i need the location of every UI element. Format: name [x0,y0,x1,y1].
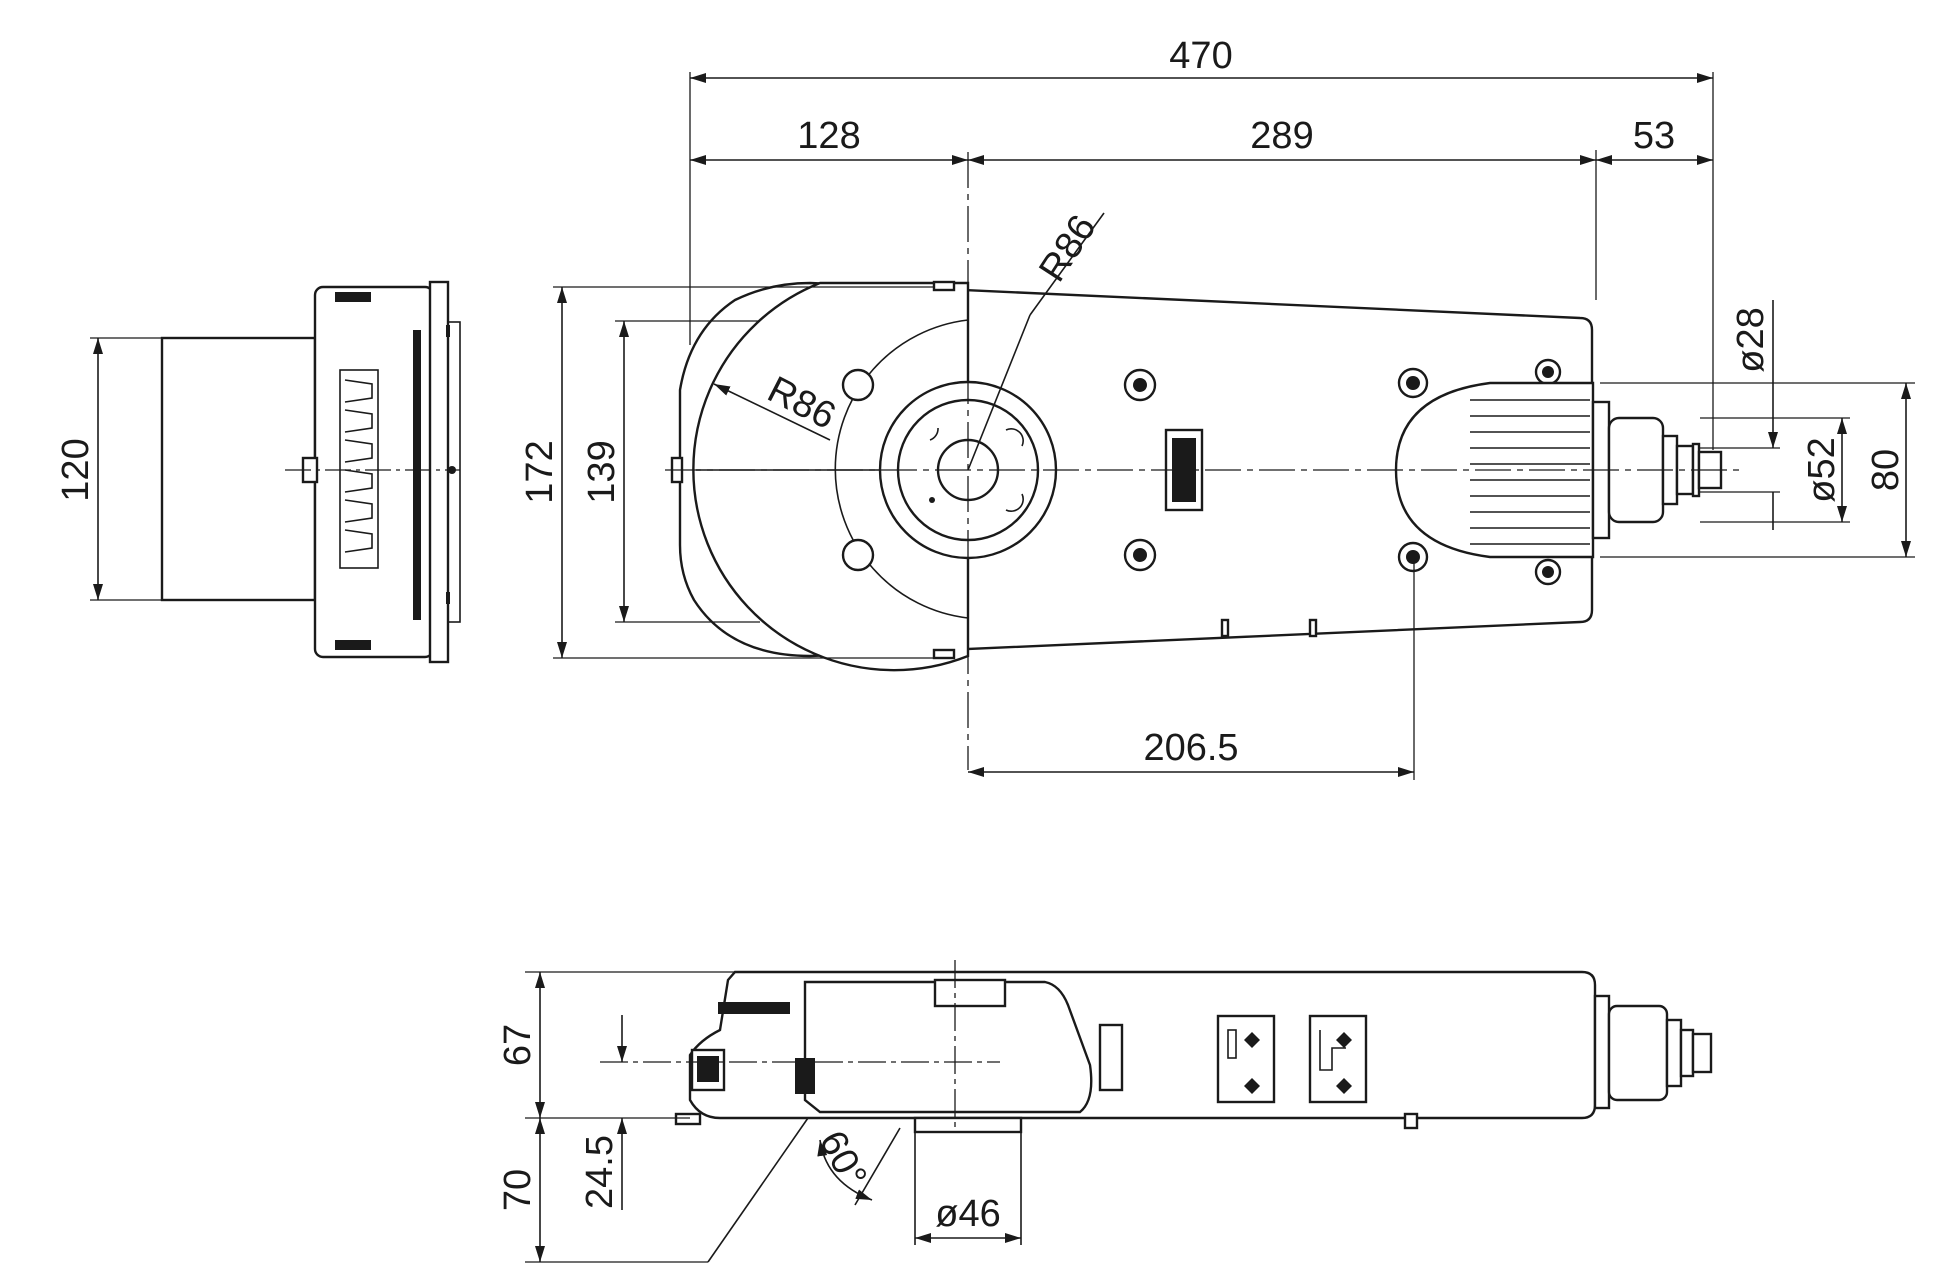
side-view [600,960,1713,1263]
side-valve-assembly [1593,994,1713,1110]
label-80: 80 [1865,449,1907,491]
label-53: 53 [1633,115,1675,157]
fixing-screw [1123,368,1157,402]
side-spindle-cap [933,978,1007,1008]
swing-arc-inner [834,319,969,619]
end-view-cover-plate [428,280,450,664]
side-spring-housing [803,980,1093,1114]
label-470: 470 [1169,35,1232,77]
leader-r86-left [713,383,831,441]
label-24-5: 24.5 [579,1135,621,1209]
label-70: 70 [497,1169,539,1211]
label-dia52: ø52 [1801,437,1843,502]
side-valve-window [1216,1014,1276,1104]
label-dia28: ø28 [1730,307,1772,372]
fixing-screw [1534,558,1562,586]
label-289: 289 [1250,115,1313,157]
end-view-cylinder [160,336,317,602]
fixing-screw [1534,358,1562,386]
label-128: 128 [797,115,860,157]
plan-view [665,152,1740,770]
label-120: 120 [55,438,97,501]
dimension-labels: 470 128 289 53 206.5 R86 R86 172 139 120… [55,35,1907,1235]
vent-hole [841,368,875,402]
label-67: 67 [497,1024,539,1066]
fixing-screw [1123,538,1157,572]
swing-arc-outer [692,281,970,672]
label-139: 139 [581,440,623,503]
plan-dimensions [90,72,1915,780]
label-172: 172 [519,440,561,503]
leader-r86-top [967,314,1031,471]
valve-cap-fins [1470,399,1590,545]
side-valve-window [1308,1014,1368,1104]
label-206-5: 206.5 [1143,727,1238,769]
fixing-screw [1397,541,1429,573]
side-spindle [913,1116,1023,1134]
dim-angle-60 [817,1139,873,1201]
label-r86-top: R86 [1031,208,1104,289]
label-angle-60: 60° [811,1124,875,1194]
end-view-fin-block [339,369,379,569]
side-dimensions [525,971,1021,1263]
side-lever-plate [1098,1023,1124,1092]
fixing-screw [1397,367,1429,399]
label-dia46: ø46 [935,1193,1000,1235]
end-view [160,280,461,664]
vent-hole [841,538,875,572]
